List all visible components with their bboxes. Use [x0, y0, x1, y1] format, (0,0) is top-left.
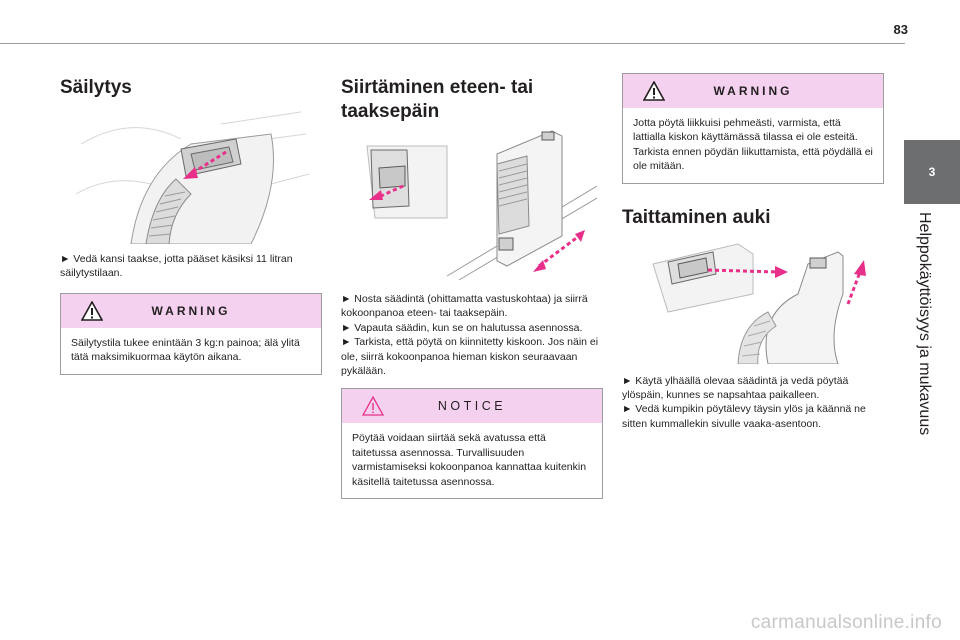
column-moving: Siirtäminen eteen- tai taaksepäin ► Nost…: [341, 68, 603, 500]
column-unfolding: WARNING Jotta pöytä liikkuisi pehmeästi,…: [622, 68, 884, 431]
unfolding-illustration: [652, 243, 866, 364]
moving-instruction-3: ► Tarkista, että pöytä on kiinnitetty ki…: [341, 336, 599, 378]
warning-title: WARNING: [151, 303, 231, 318]
moving-instruction-1: ► Nosta säädintä (ohittamatta vastuskoht…: [341, 293, 588, 320]
storage-illustration: [75, 111, 310, 244]
warning-text: Säilytystila tukee enintään 3 kg:n paino…: [71, 336, 300, 364]
notice-box-moving: NOTICE Pöytää voidaan siirtää sekä avatu…: [341, 388, 603, 500]
heading-moving: Siirtäminen eteen- tai taaksepäin: [341, 77, 534, 122]
heading-unfolding: Taittaminen auki: [622, 206, 771, 228]
unfolding-instruction-1: ► Käytä ylhäällä olevaa säädintä ja vedä…: [622, 374, 849, 402]
storage-instruction: ► Vedä kansi taakse, jotta pääset käsiks…: [60, 253, 293, 280]
warning-triangle-icon: [81, 300, 103, 321]
column-storage: Säilytys ► Vedä kansi taakse, jotta pääs…: [60, 68, 322, 375]
warning-title: WARNING: [713, 84, 793, 98]
warning-box-rail: WARNING Jotta pöytä liikkuisi pehmeästi,…: [622, 73, 884, 184]
heading-storage: Säilytys: [60, 77, 132, 98]
notice-title: NOTICE: [437, 399, 507, 414]
moving-instruction-2: ► Vapauta säädin, kun se on halutussa as…: [341, 321, 583, 334]
notice-triangle-icon: [362, 396, 384, 417]
chapter-title: Helppokäyttöisyys ja mukavuus: [916, 212, 933, 436]
warning-box-storage: WARNING Säilytystila tukee enintään 3 kg…: [60, 292, 322, 375]
warning-text: Jotta pöytä liikkuisi pehmeästi, varmist…: [633, 117, 873, 173]
notice-text: Pöytää voidaan siirtää sekä avatussa ett…: [352, 432, 587, 488]
warning-triangle-icon: [643, 81, 665, 101]
watermark: carmanualsonline.info: [750, 612, 942, 633]
unfolding-instruction-2: ► Vedä kumpikin pöytälevy täysin ylös ja…: [622, 403, 866, 430]
top-rule: [0, 43, 905, 44]
page-number: 83: [893, 22, 908, 37]
chapter-tab[interactable]: 3: [904, 140, 960, 204]
moving-illustration: [366, 130, 597, 281]
